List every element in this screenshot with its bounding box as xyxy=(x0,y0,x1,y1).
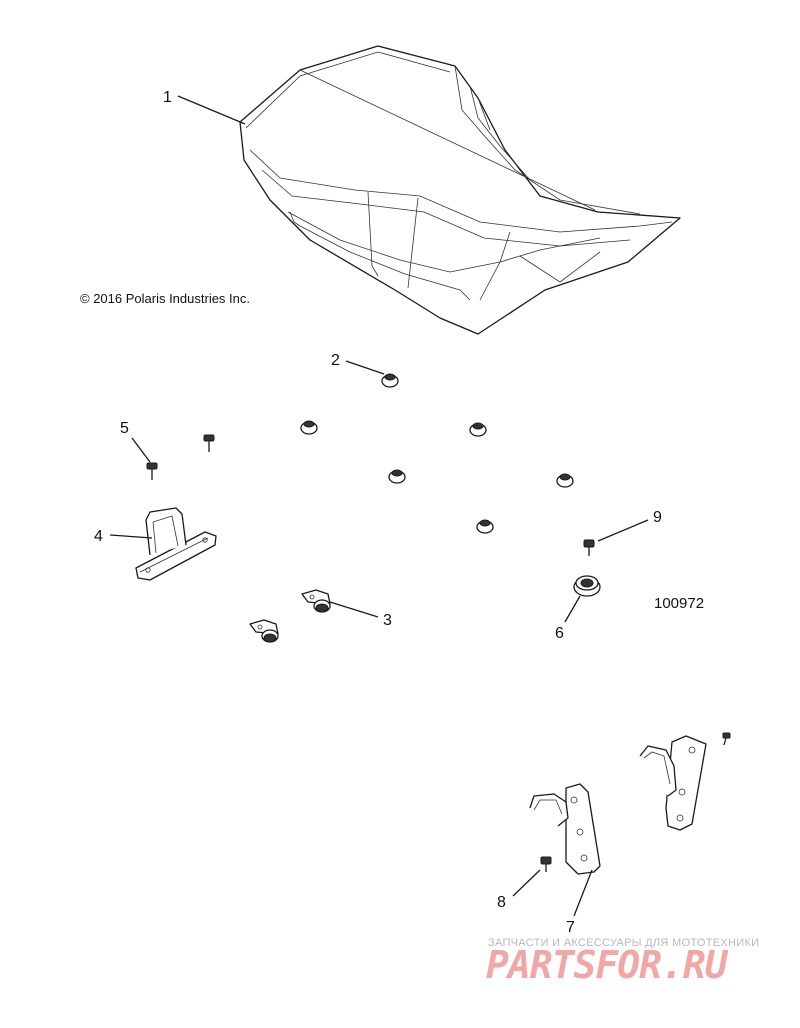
grommet-parts xyxy=(300,373,574,534)
seat-part xyxy=(239,45,681,335)
watermark-tagline: ЗАПЧАСТИ И АКСЕССУАРЫ ДЛЯ МОТОТЕХНИКИ xyxy=(488,937,759,949)
leader-9 xyxy=(597,519,649,542)
screw-small-part xyxy=(722,732,731,746)
callout-6: 6 xyxy=(555,625,564,642)
mount-bracket-part-7b xyxy=(639,735,707,831)
callout-1: 1 xyxy=(163,89,172,106)
clip-3 xyxy=(301,589,331,613)
leader-1 xyxy=(177,95,246,125)
leader-4 xyxy=(109,534,153,539)
leader-8 xyxy=(512,869,541,897)
screw-part-9 xyxy=(583,539,595,556)
screw-part-8 xyxy=(540,856,552,872)
leader-5 xyxy=(131,437,151,463)
leader-2 xyxy=(345,360,385,375)
callout-3: 3 xyxy=(383,612,392,629)
leader-7 xyxy=(573,869,593,917)
clip-parts xyxy=(249,589,331,643)
copyright-text: © 2016 Polaris Industries Inc. xyxy=(80,291,250,306)
screw-5 xyxy=(146,462,158,480)
grommet-2 xyxy=(381,373,399,388)
bracket-part-4 xyxy=(135,507,217,581)
screw-parts xyxy=(146,434,215,480)
callout-5: 5 xyxy=(120,420,129,437)
callout-7: 7 xyxy=(566,919,575,936)
leader-3 xyxy=(329,601,379,618)
watermark-logo: PARTSFOR.RU xyxy=(486,943,729,987)
figure-number: 100972 xyxy=(654,595,704,612)
callout-4: 4 xyxy=(94,528,103,545)
mount-bracket-part-7 xyxy=(529,783,601,875)
leader-6 xyxy=(564,595,581,623)
callout-2: 2 xyxy=(331,352,340,369)
bumper-part-6 xyxy=(573,575,601,597)
callout-9: 9 xyxy=(653,509,662,526)
callout-8: 8 xyxy=(497,894,506,911)
